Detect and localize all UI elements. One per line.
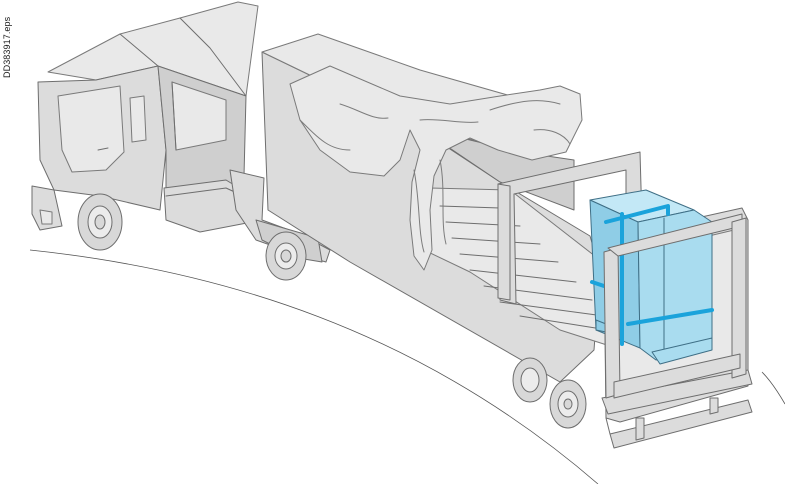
truck-cab: [32, 2, 258, 250]
cab-windscreen: [58, 86, 124, 172]
road-curve-right: [762, 372, 785, 404]
file-id-label: DD383917.eps: [2, 17, 12, 78]
cab-mirror: [130, 96, 146, 142]
